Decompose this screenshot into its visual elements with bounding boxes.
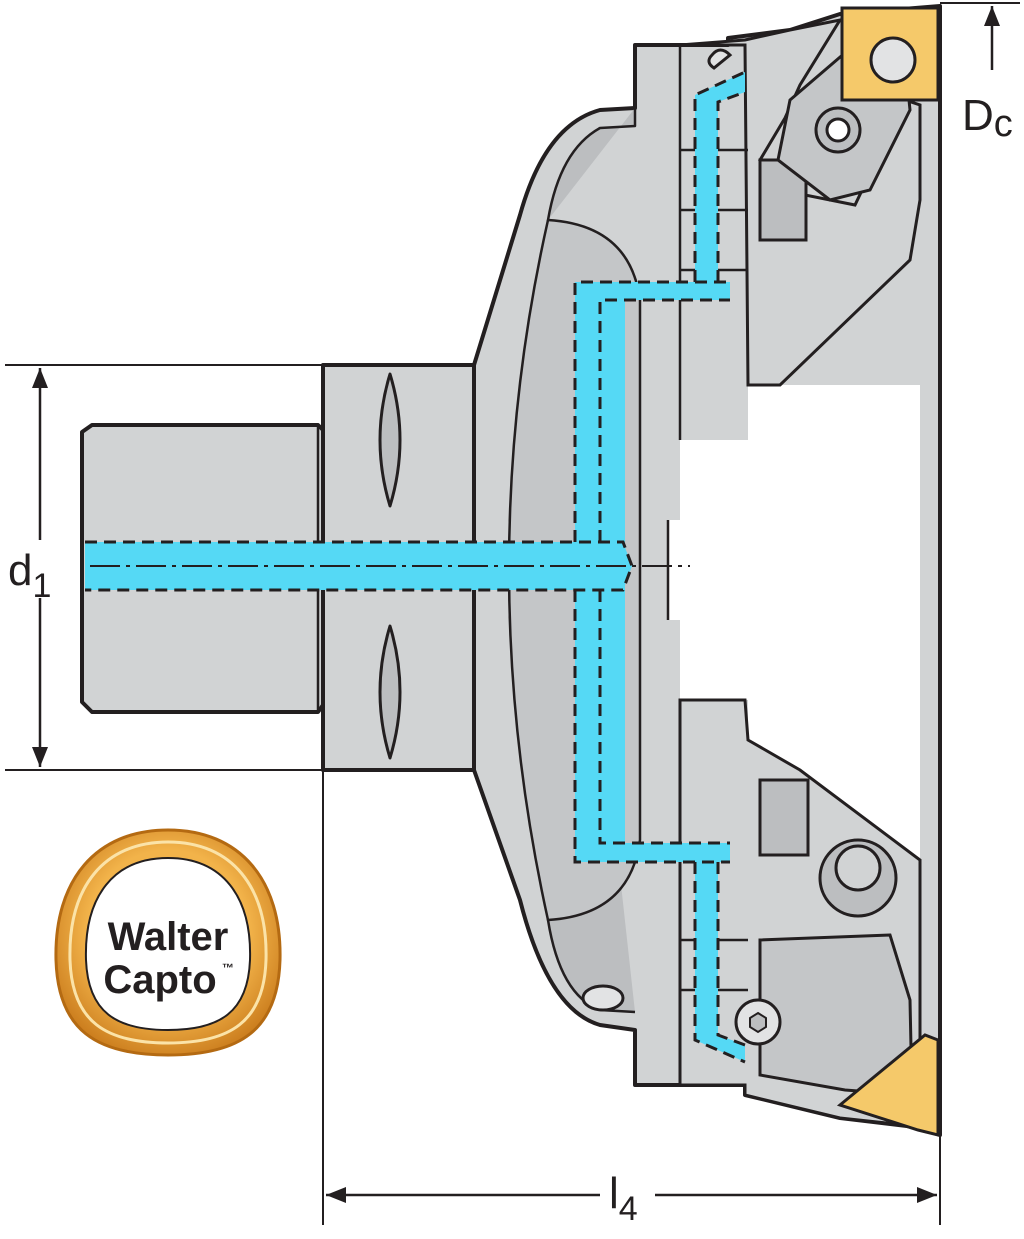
upper-insert-screw	[869, 36, 917, 84]
dimension-lines	[5, 2, 1020, 1225]
coolant-outline	[85, 70, 746, 1064]
lower-hex-socket	[749, 1011, 767, 1034]
logo-line1: Walter	[108, 915, 229, 959]
logo-face	[84, 856, 252, 1032]
dc-label: Dc	[962, 91, 1013, 145]
logo-trademark: ™	[222, 961, 234, 975]
lower-insert	[836, 1033, 940, 1137]
dimension-labels: d1 l4 Dc	[8, 91, 1013, 1228]
d1-label: d1	[8, 546, 51, 605]
l4-label: l4	[609, 1169, 638, 1228]
lower-clamp-block	[758, 778, 810, 857]
upper-pocket	[679, 6, 940, 387]
walter-capto-logo: Walter Capto ™	[54, 828, 282, 1057]
lower-pocket	[581, 698, 940, 1137]
logo-line2: Capto	[103, 958, 216, 1002]
drive-slot-bottom	[378, 624, 402, 760]
drive-slot-top	[378, 372, 402, 508]
upper-screw-hole	[825, 117, 851, 143]
lower-screw-inner	[834, 844, 882, 892]
upper-slot	[707, 48, 733, 70]
logo-inner-ring	[68, 840, 268, 1045]
lower-slot	[581, 984, 625, 1012]
